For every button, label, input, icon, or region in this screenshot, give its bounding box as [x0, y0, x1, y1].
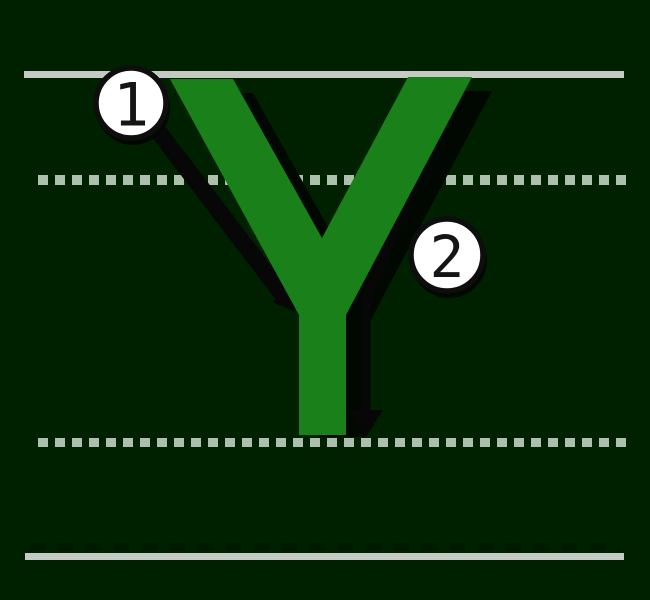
- stroke-2-arrowhead-icon: [349, 410, 383, 437]
- letter-y: [170, 77, 472, 435]
- stroke-2-marker-circle: [408, 216, 486, 294]
- stroke-1-arrow-line: [141, 112, 290, 301]
- stroke-1-marker-circle: [93, 65, 169, 141]
- stroke-2-marker-label: 2: [430, 223, 465, 291]
- stroke-1-marker: 1: [93, 65, 170, 145]
- stroke-2-marker: 2: [408, 216, 487, 298]
- stroke-1-marker-label: 1: [113, 71, 149, 141]
